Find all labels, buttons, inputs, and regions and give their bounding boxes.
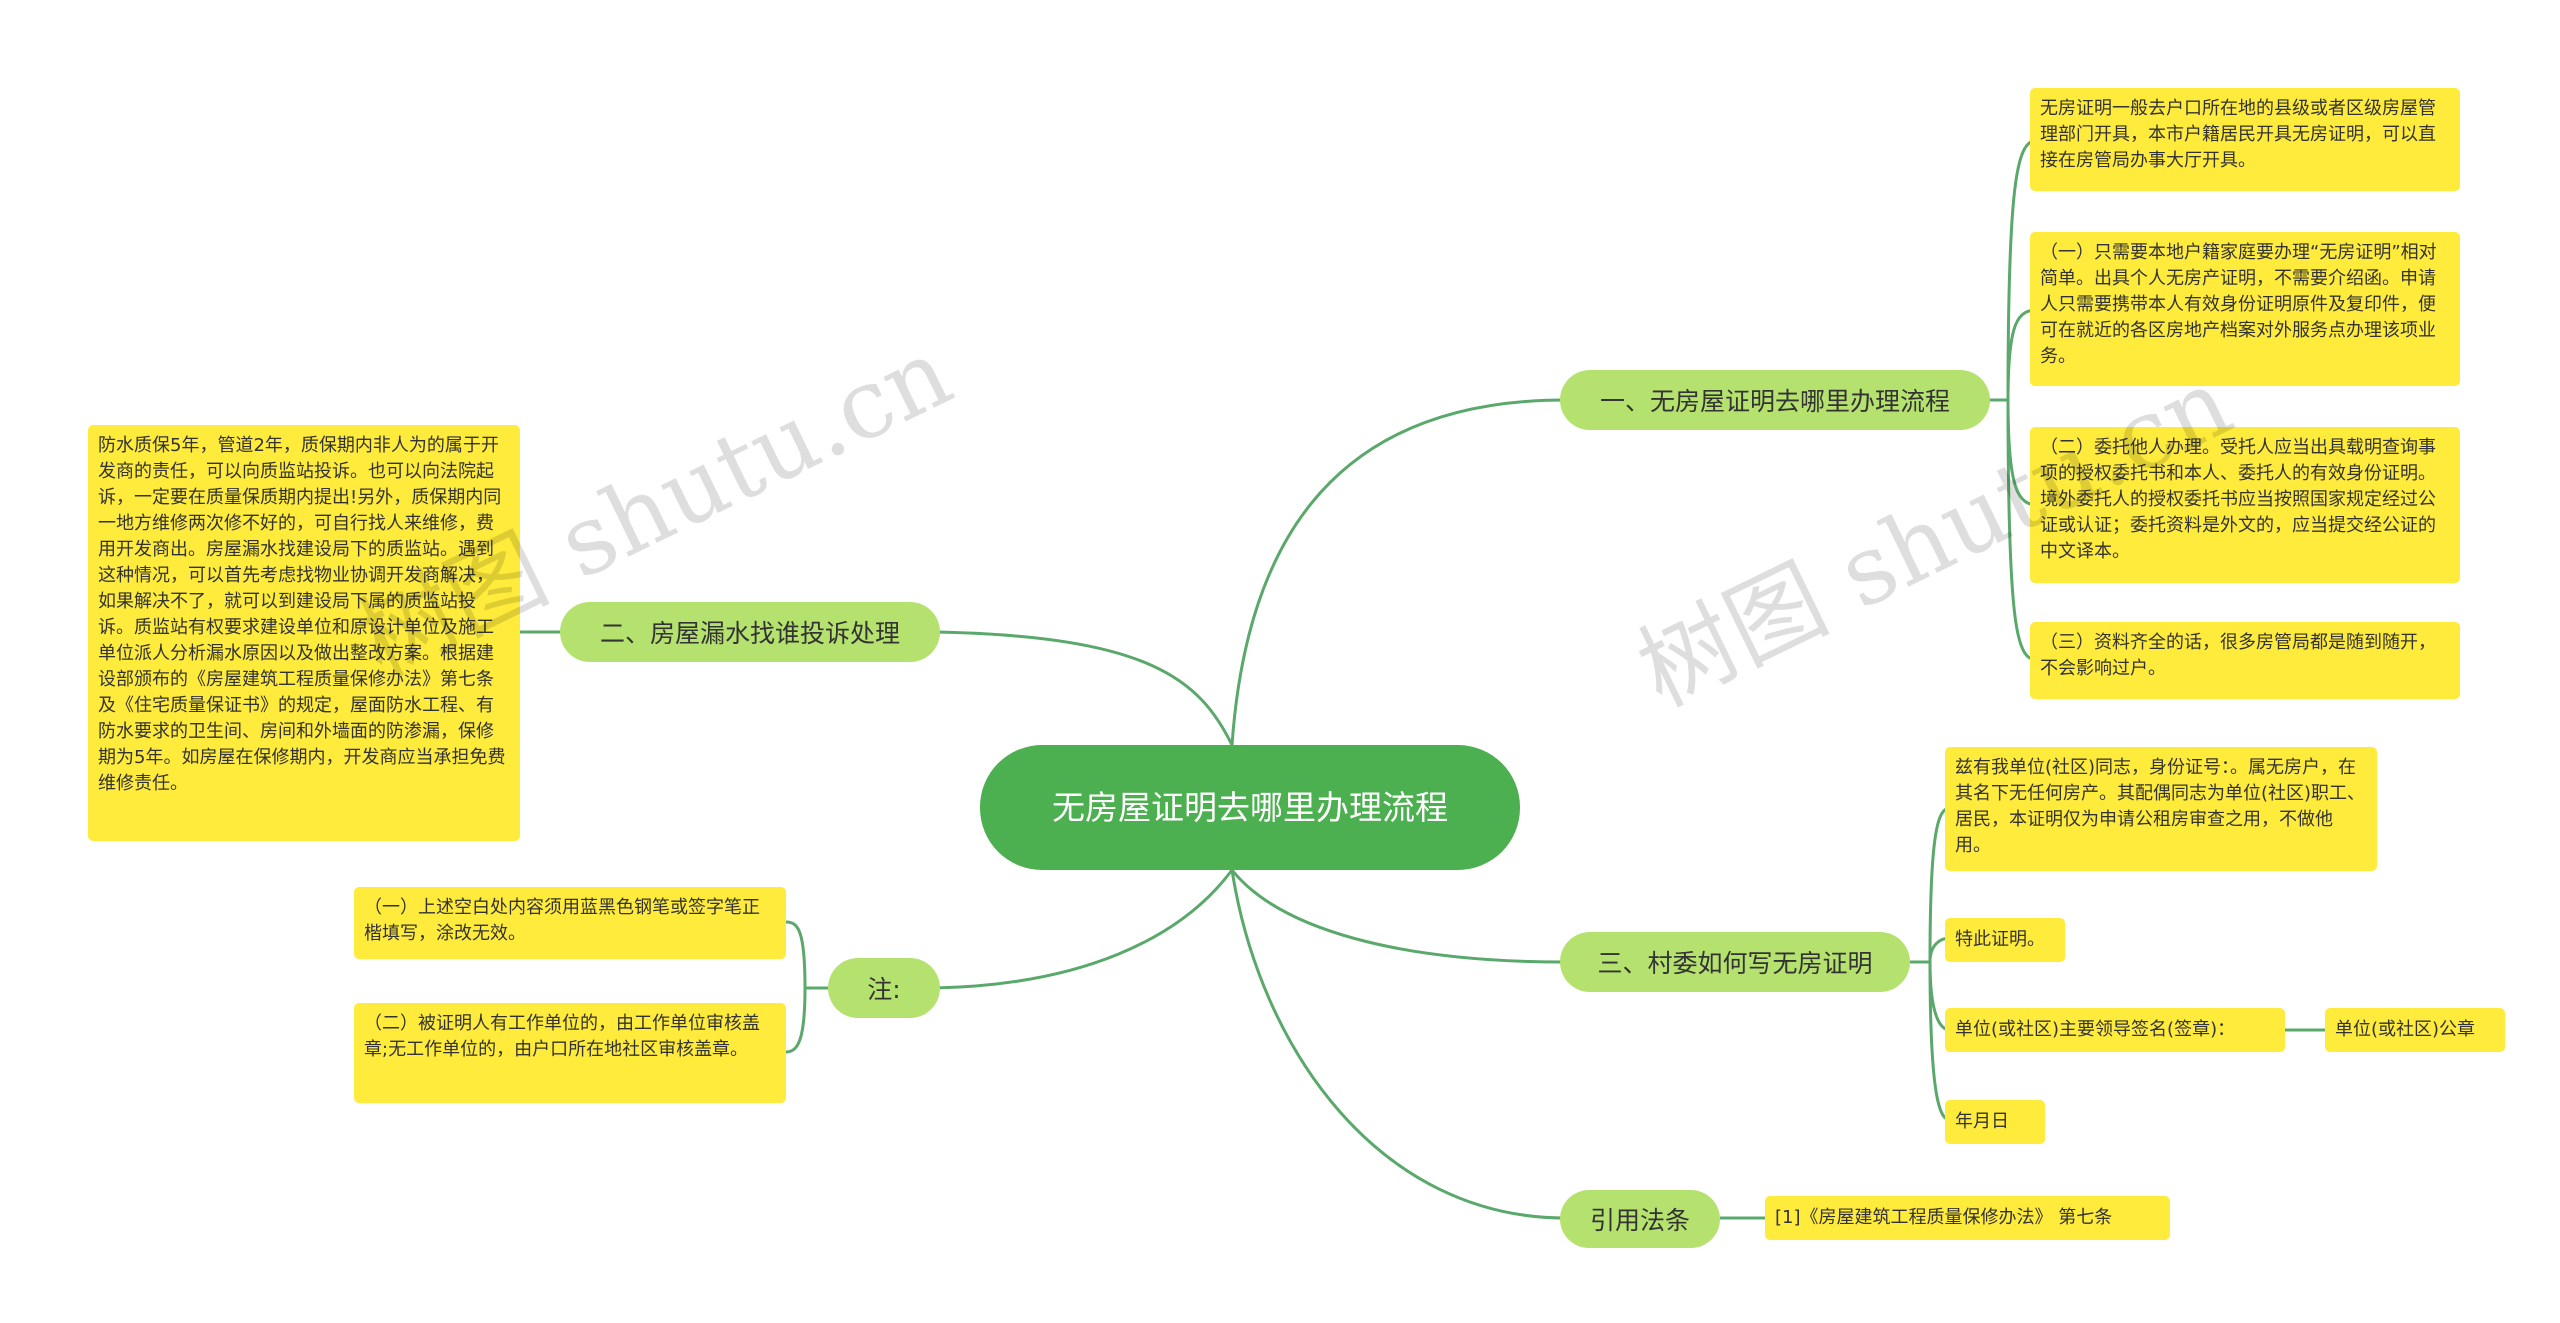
leaf-b3-statement[interactable]: 兹有我单位(社区)同志，身份证号：。属无房户，在其名下无任何房产。其配偶同志为单… bbox=[1945, 747, 2377, 871]
branch-village-certificate[interactable]: 三、村委如何写无房证明 bbox=[1560, 932, 1910, 992]
leaf-b3-hereby[interactable]: 特此证明。 bbox=[1945, 918, 2065, 962]
link-root-b4 bbox=[934, 869, 1234, 990]
leaf-b4-ink[interactable]: （一）上述空白处内容须用蓝黑色钢笔或签字笔正楷填写，涂改无效。 bbox=[354, 887, 786, 959]
leaf-b3-date[interactable]: 年月日 bbox=[1945, 1100, 2045, 1144]
link-root-b3 bbox=[1230, 869, 1566, 964]
leaf-b1-where[interactable]: 无房证明一般去户口所在地的县级或者区级房屋管理部门开具，本市户籍居民开具无房证明… bbox=[2030, 88, 2460, 191]
leaf-b2-warranty[interactable]: 防水质保5年，管道2年，质保期内非人为的属于开发商的责任，可以向质监站投诉。也可… bbox=[88, 425, 520, 841]
root-topic[interactable]: 无房屋证明去哪里办理流程 bbox=[980, 745, 1520, 870]
link-root-b5 bbox=[1230, 869, 1566, 1220]
branch-notes[interactable]: 注: bbox=[828, 958, 940, 1018]
leaf-b3-seal[interactable]: 单位(或社区)公章 bbox=[2325, 1008, 2505, 1052]
leaf-b1-local[interactable]: （一）只需要本地户籍家庭要办理“无房证明”相对简单。出具个人无房产证明，不需要介… bbox=[2030, 232, 2460, 386]
leaf-b5-law[interactable]: [1]《房屋建筑工程质量保修办法》 第七条 bbox=[1765, 1196, 2170, 1240]
link-root-b2 bbox=[934, 630, 1234, 746]
leaf-b1-complete[interactable]: （三）资料齐全的话，很多房管局都是随到随开，不会影响过户。 bbox=[2030, 622, 2460, 699]
link-root-b1 bbox=[1230, 398, 1566, 746]
branch-cited-law[interactable]: 引用法条 bbox=[1560, 1190, 1720, 1248]
branch-registration-process[interactable]: 一、无房屋证明去哪里办理流程 bbox=[1560, 370, 1990, 430]
leaf-b1-entrust[interactable]: （二）委托他人办理。受托人应当出具载明查询事项的授权委托书和本人、委托人的有效身… bbox=[2030, 427, 2460, 583]
leaf-b3-signature[interactable]: 单位(或社区)主要领导签名(签章)： bbox=[1945, 1008, 2285, 1052]
branch-leak-complaint[interactable]: 二、房屋漏水找谁投诉处理 bbox=[560, 602, 940, 662]
leaf-b4-stamp[interactable]: （二）被证明人有工作单位的，由工作单位审核盖章;无工作单位的，由户口所在地社区审… bbox=[354, 1003, 786, 1103]
